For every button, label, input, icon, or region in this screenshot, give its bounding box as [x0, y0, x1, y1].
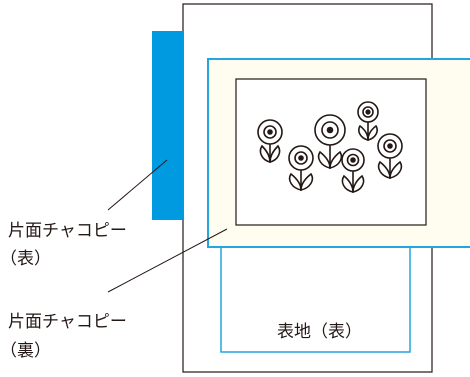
flower-motif	[257, 101, 403, 193]
label-back-copy-line1: 片面チャコピー	[8, 312, 127, 332]
label-front-copy-line1: 片面チャコピー	[8, 221, 127, 241]
chaco-copy-front	[152, 31, 183, 220]
flower-icon	[377, 133, 403, 179]
flower-icon	[357, 101, 379, 142]
label-base-fabric: 表地（表）	[277, 322, 362, 342]
flower-icon	[288, 145, 314, 191]
flower-icon	[341, 148, 365, 193]
leader-line-back	[107, 228, 228, 293]
leader-line-front	[107, 159, 168, 211]
label-back-copy-line2: （裏）	[0, 341, 51, 361]
flower-icon	[257, 119, 283, 164]
flower-icon	[314, 114, 346, 169]
label-front-copy-line2: （表）	[0, 249, 51, 269]
design-frame	[235, 78, 427, 226]
